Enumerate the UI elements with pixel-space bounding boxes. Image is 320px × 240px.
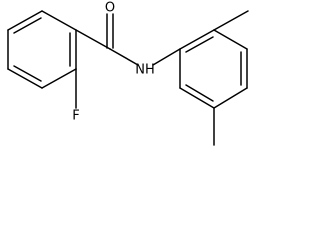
- ring-a-double-1: [13, 17, 42, 34]
- amide-nitrogen-label: NH: [135, 63, 155, 78]
- ring-b-bond-5: [179, 87, 215, 109]
- ring-a-bond-1: [7, 10, 43, 31]
- fluorophenyl-ring: [7, 10, 77, 89]
- fluorine-label: F: [72, 109, 79, 124]
- carbonyl-to-nitrogen-bond: [109, 48, 139, 66]
- dimethylphenyl-ring: [179, 29, 248, 109]
- ring-b-double-3: [185, 84, 214, 102]
- oxygen-label: O: [105, 1, 115, 16]
- ring-a-double-3: [13, 65, 42, 82]
- upper-methyl-bond: [213, 10, 249, 31]
- ring-a-bond-4: [41, 68, 77, 89]
- ring-b-bond-4: [213, 87, 248, 109]
- ring-b-double-1: [185, 36, 214, 53]
- ring-b-bond-2: [213, 29, 248, 50]
- ring-a-bond-5: [7, 68, 43, 89]
- ring-a-bond-2: [41, 10, 77, 31]
- nitrogen-to-ring-bond: [152, 48, 181, 66]
- ring-b-bond-1: [179, 29, 215, 50]
- ring-to-carbonyl-bond: [75, 29, 111, 50]
- chemical-structure: F O NH: [7, 1, 249, 146]
